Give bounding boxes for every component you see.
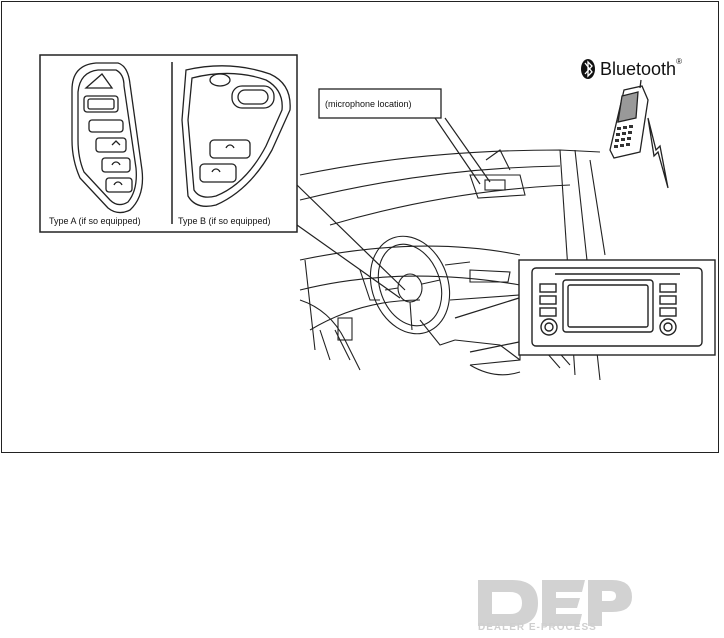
mobile-phone-icon (609, 79, 649, 159)
head-unit-inset (518, 259, 716, 356)
dep-watermark-logo (478, 580, 632, 626)
bluetooth-wordmark: Bluetooth® (600, 57, 682, 80)
leader-lines (296, 117, 520, 353)
bluetooth-icon (581, 59, 595, 79)
watermark-subtext: DEALER E-PROCESS (478, 622, 597, 633)
watermark: DEALER E-PROCESS (470, 572, 640, 636)
microphone-callout (318, 88, 442, 119)
signal-bolt-icon (647, 117, 669, 189)
type-b-label: Type B (if so equipped) (178, 216, 271, 226)
steering-switch-inset (39, 54, 298, 233)
type-a-label: Type A (if so equipped) (49, 216, 141, 226)
bluetooth-label: Bluetooth (600, 59, 677, 79)
microphone-location-label: (microphone location) (325, 99, 412, 109)
car-interior (299, 149, 606, 381)
type-b-switch-pad (181, 65, 291, 207)
registered-mark: ® (676, 57, 682, 66)
type-a-switch-pad (71, 62, 144, 214)
